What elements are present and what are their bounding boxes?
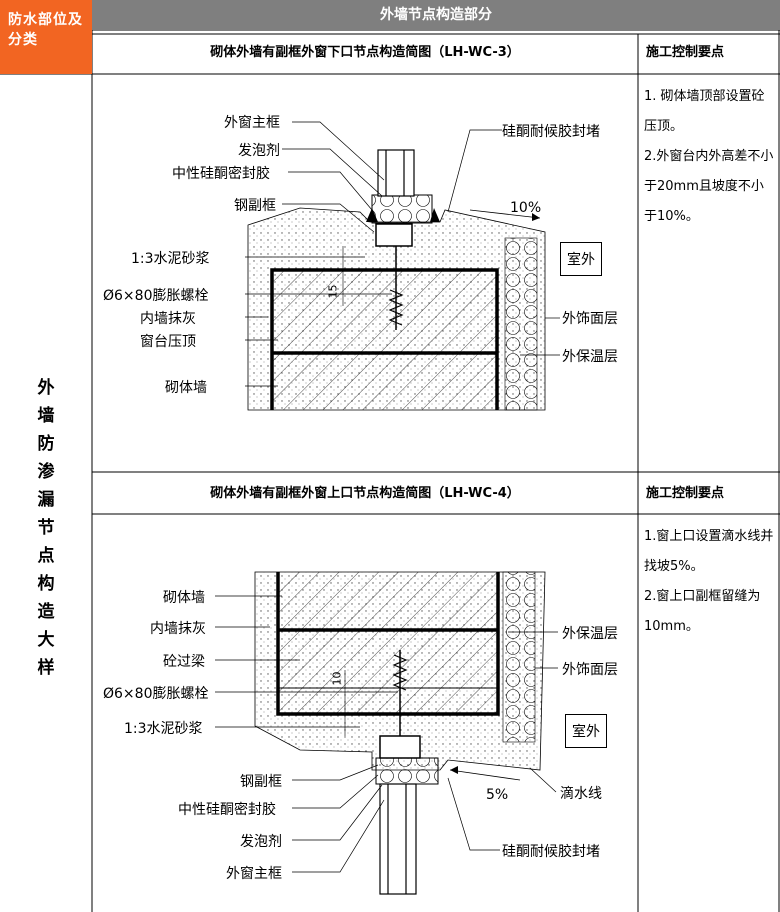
section-title: 外墙节点构造部分 — [92, 0, 780, 30]
d2-label-inner-plaster: 内墙抹灰 — [150, 621, 206, 637]
d2-label-insulation: 外保温层 — [562, 626, 618, 642]
diagram1-notes: 1. 砌体墙顶部设置砼压顶。 2.外窗台内外高差不小于20mm且坡度不小于10%… — [644, 82, 776, 232]
category-header: 防水部位及分类 — [0, 0, 92, 74]
d1-label-slope: 10% — [510, 200, 542, 216]
d2-label-weather-seal: 硅酮耐候胶封堵 — [502, 844, 600, 860]
d2-label-window-frame: 外窗主框 — [226, 866, 282, 882]
d1-label-dim: 15 — [326, 284, 340, 299]
d2-label-lintel: 砼过梁 — [163, 654, 205, 670]
diagram1-note-2: 2.外窗台内外高差不小于20mm且坡度不小于10%。 — [644, 149, 774, 224]
side-label: 外墙防渗漏节点构造大样 — [0, 74, 92, 912]
d2-label-sealant: 中性硅酮密封胶 — [178, 802, 276, 818]
d2-label-slope: 5% — [486, 787, 509, 803]
d1-label-inner-plaster: 内墙抹灰 — [140, 311, 196, 327]
d1-label-masonry: 砌体墙 — [165, 380, 207, 396]
d2-label-mortar: 1:3水泥砂浆 — [124, 721, 203, 737]
d2-label-dim: 10 — [330, 671, 344, 686]
d1-label-window-frame: 外窗主框 — [224, 115, 280, 131]
diagram2-note-1: 1.窗上口设置滴水线并找坡5%。 — [644, 529, 774, 574]
diagram2-notes-header: 施工控制要点 — [646, 486, 725, 501]
d2-label-foam: 发泡剂 — [240, 834, 282, 850]
diagram1-title: 砌体外墙有副框外窗下口节点构造简图（LH-WC-3） — [210, 45, 520, 60]
d1-label-sill-cap: 窗台压顶 — [140, 334, 196, 350]
diagram2-note-2: 2.窗上口副框留缝为10mm。 — [644, 589, 761, 634]
d1-label-foam: 发泡剂 — [238, 143, 280, 159]
d1-label-insulation: 外保温层 — [562, 349, 618, 365]
d2-label-masonry: 砌体墙 — [163, 590, 205, 606]
d1-label-weather-seal: 硅酮耐候胶封堵 — [502, 124, 600, 140]
diagram1-notes-header: 施工控制要点 — [646, 45, 725, 60]
d1-label-outdoor: 室外 — [560, 242, 602, 276]
diagram2-title: 砌体外墙有副框外窗上口节点构造简图（LH-WC-4） — [210, 486, 520, 501]
d2-label-outdoor: 室外 — [565, 714, 607, 748]
d2-label-steel-subframe: 钢副框 — [240, 774, 282, 790]
d1-label-bolt: Ø6×80膨胀螺栓 — [103, 288, 209, 304]
d2-label-drip: 滴水线 — [560, 786, 602, 802]
d1-label-mortar: 1:3水泥砂浆 — [131, 251, 210, 267]
d1-label-sealant: 中性硅酮密封胶 — [172, 166, 270, 182]
side-label-text: 外墙防渗漏节点构造大样 — [37, 378, 55, 678]
diagram1-note-1: 1. 砌体墙顶部设置砼压顶。 — [644, 89, 765, 134]
d1-label-finish: 外饰面层 — [562, 311, 618, 327]
diagram2-notes: 1.窗上口设置滴水线并找坡5%。 2.窗上口副框留缝为10mm。 — [644, 522, 776, 642]
d2-label-bolt: Ø6×80膨胀螺栓 — [103, 686, 209, 702]
d1-label-steel-subframe: 钢副框 — [234, 198, 276, 214]
d2-label-finish: 外饰面层 — [562, 662, 618, 678]
